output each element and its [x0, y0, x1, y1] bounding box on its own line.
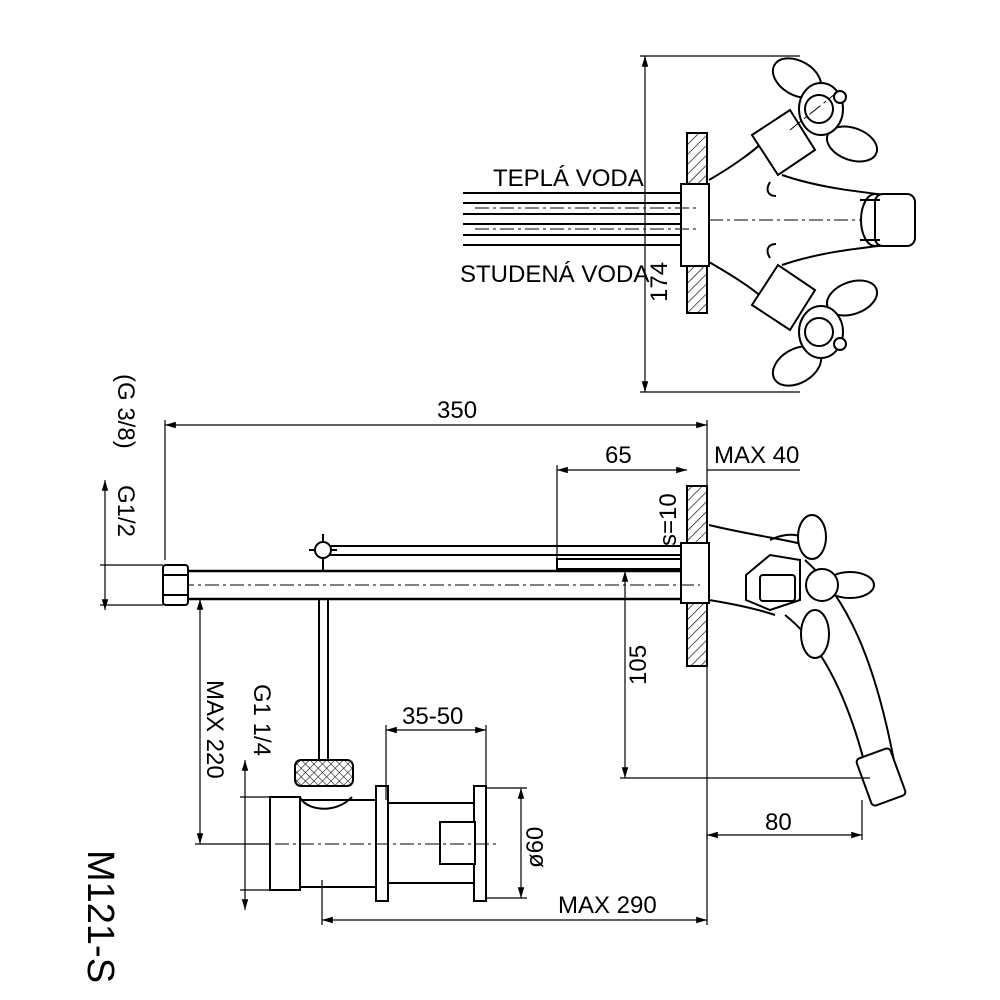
top-view: TEPLÁ VODA STUDENÁ VODA 174 — [460, 55, 916, 393]
dimension-max220: MAX 220 — [195, 598, 270, 845]
dimension-35-50: 35-50 — [385, 703, 487, 800]
dimension-d60: ø60 — [486, 787, 549, 899]
dimension-g114: G1 1/4 — [240, 684, 275, 910]
dim-d60-text: ø60 — [522, 827, 549, 868]
dim-80-text: 80 — [765, 809, 792, 836]
dimension-max40: MAX 40 — [707, 442, 800, 471]
side-view: 350 65 MAX 40 s=10 105 80 — [79, 374, 907, 983]
mixer-body-side — [708, 514, 907, 807]
small-valve — [314, 541, 332, 559]
wall-flange-side — [680, 542, 710, 604]
dimension-105: 105 — [620, 571, 870, 779]
thread-g38-text: (G 3/8) — [112, 374, 139, 449]
knurled-knob — [294, 759, 354, 787]
dimension-65: 65 — [556, 442, 687, 565]
dim-max40-text: MAX 40 — [714, 442, 799, 469]
dim-s10-text: s=10 — [655, 493, 682, 546]
model-label: M121-S — [79, 850, 121, 983]
dim-105-text: 105 — [625, 645, 652, 685]
pipe-nut — [162, 564, 189, 606]
dimension-g12: (G 3/8) G1/2 — [100, 374, 163, 610]
dim-max290-text: MAX 290 — [558, 892, 657, 919]
dim-174-text: 174 — [646, 262, 673, 302]
drain-trap — [250, 785, 500, 902]
spout-aerator — [855, 747, 907, 807]
thread-g12-text: G1/2 — [112, 485, 139, 537]
dim-max220-text: MAX 220 — [201, 680, 228, 779]
dim-65-text: 65 — [605, 442, 632, 469]
supply-pipes — [463, 192, 700, 246]
dimension-350: 350 — [164, 397, 708, 560]
hot-valve-handle-top — [750, 57, 879, 177]
cold-water-label: STUDENÁ VODA — [460, 261, 649, 288]
dim-g114-text: G1 1/4 — [248, 684, 275, 756]
cold-valve-handle-top — [750, 263, 879, 387]
wall-flange-top — [680, 183, 710, 267]
dimension-174: 174 — [640, 55, 800, 393]
dimension-max290: MAX 290 — [321, 835, 708, 925]
dim-35-50-text: 35-50 — [402, 703, 463, 730]
dim-350-text: 350 — [437, 397, 477, 424]
hot-water-label: TEPLÁ VODA — [493, 165, 644, 192]
dimension-80: 80 — [706, 660, 863, 840]
